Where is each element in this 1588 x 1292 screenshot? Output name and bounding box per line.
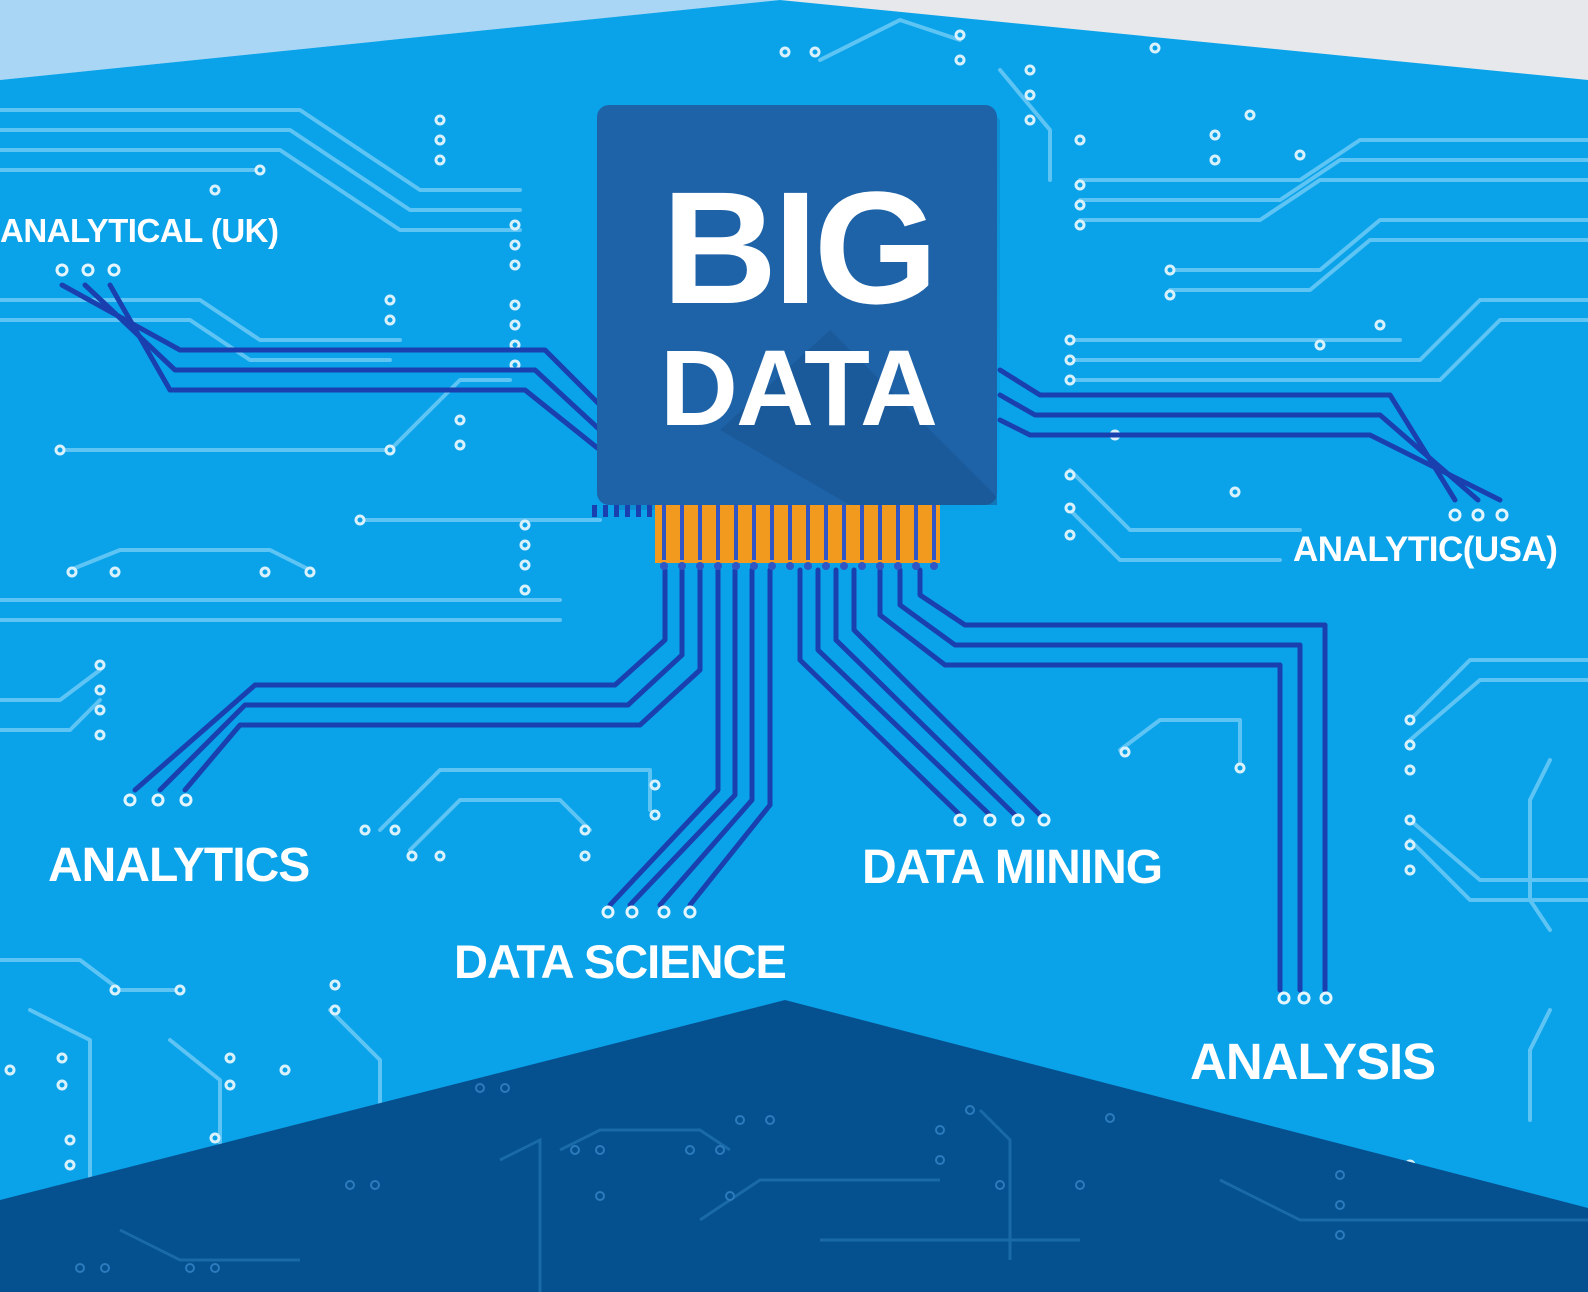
trace-endpoints (55, 263, 1509, 1005)
bottom-band-traces (119, 1108, 1588, 1292)
label-analytics: ANALYTICS (48, 839, 310, 892)
chip-title-big: BIG (661, 158, 938, 337)
label-data-science: DATA SCIENCE (454, 935, 787, 988)
bottom-band (0, 1000, 1588, 1292)
label-analytic-usa: ANALYTIC(USA) (1293, 530, 1558, 569)
bottom-band-dots (75, 1083, 1345, 1273)
light-dots (4, 29, 1416, 1171)
chip-pins (592, 505, 940, 570)
dark-traces (59, 282, 1503, 993)
light-traces (0, 18, 1588, 1262)
label-analysis: ANALYSIS (1190, 1033, 1436, 1090)
label-data-mining: DATA MINING (862, 841, 1163, 894)
chip-text-shadow (720, 330, 997, 505)
chip-title-data: DATA (660, 327, 938, 448)
label-analytical-uk: ANALYTICAL (UK) (0, 212, 279, 249)
